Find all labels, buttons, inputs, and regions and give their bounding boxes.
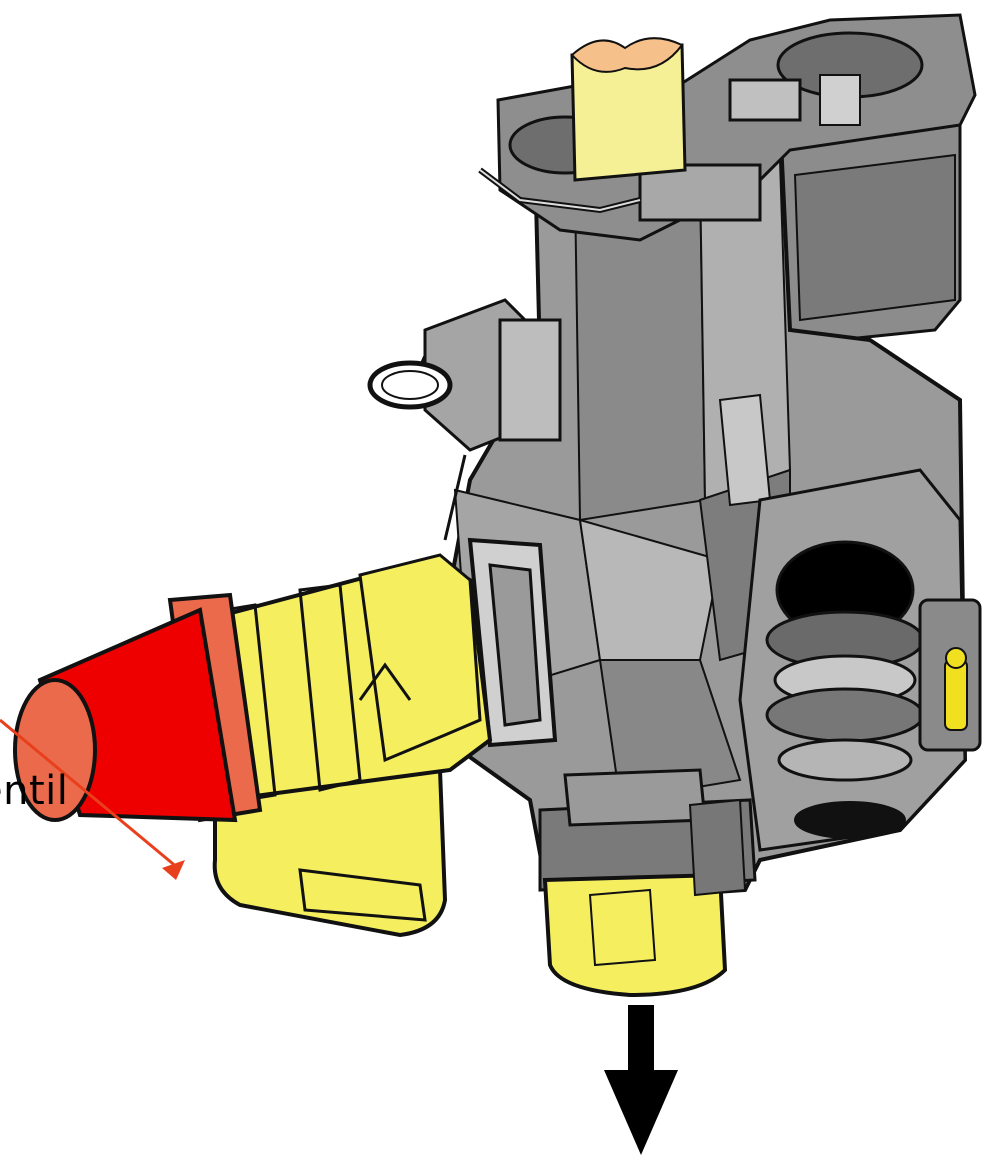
callout-arrow [0,718,185,880]
side-knob [367,298,562,541]
internal-chamber [738,468,967,852]
top-bracket [478,13,977,242]
ring-handle [467,537,558,748]
indicator [918,598,982,752]
safety-valve-cap [13,592,263,823]
flow-arrow [604,1005,678,1155]
callout-label: entil [0,768,69,814]
top-pipe [570,37,687,182]
outlet-fitting [538,768,757,998]
